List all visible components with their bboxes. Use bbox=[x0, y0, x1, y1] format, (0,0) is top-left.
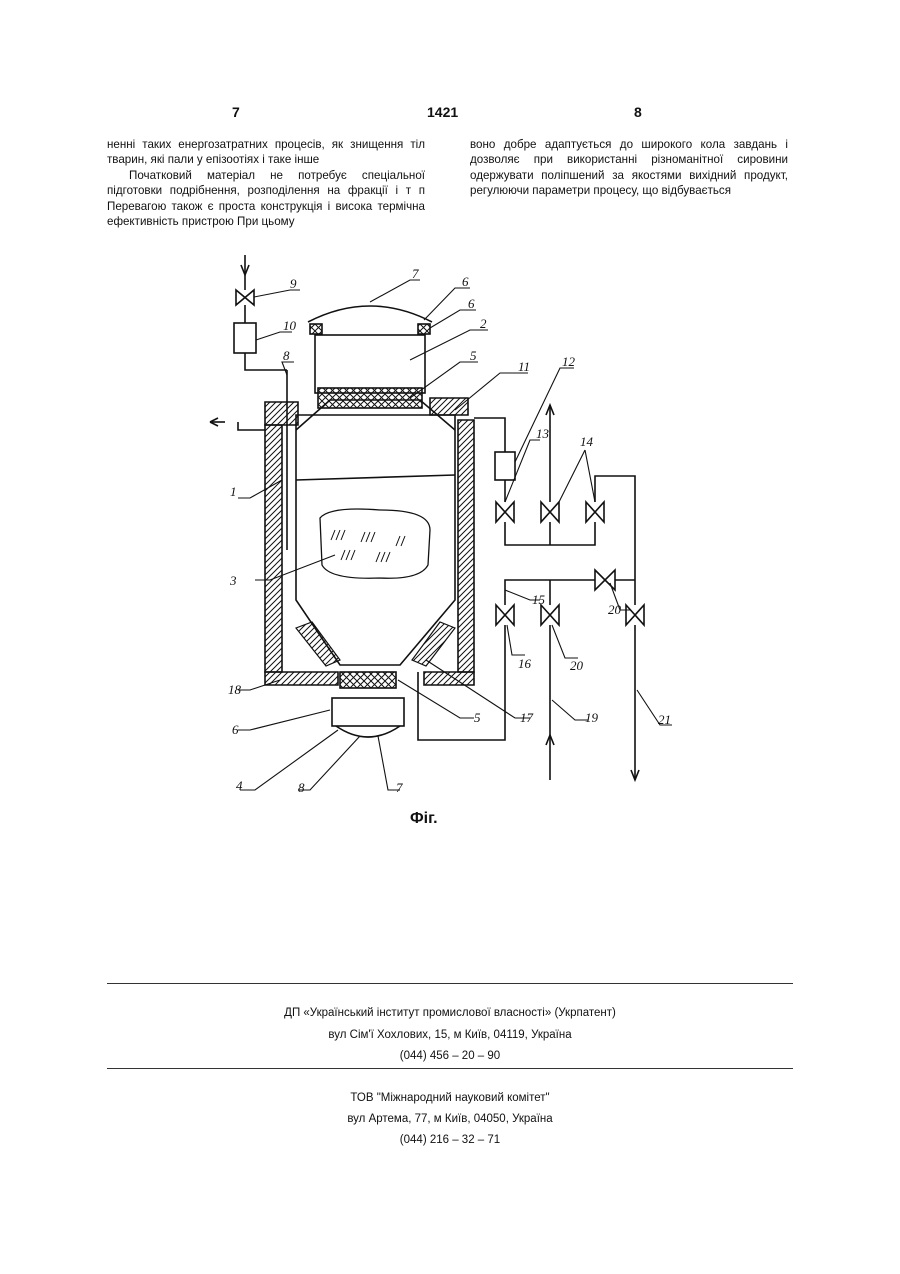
label-21: 21 bbox=[658, 712, 671, 727]
figure-caption: Фіг. bbox=[410, 810, 438, 828]
printer-phone: (044) 216 – 32 – 71 bbox=[107, 1132, 793, 1148]
upper-grate bbox=[318, 388, 422, 408]
figure-labels: 9 10 8 7 6 6 2 5 11 12 13 14 1 3 15 20 1… bbox=[228, 266, 671, 795]
label-6: 6 bbox=[468, 296, 475, 311]
document-number: 1421 bbox=[427, 104, 458, 120]
label-17: 17 bbox=[520, 710, 534, 725]
page-number-right: 8 bbox=[634, 104, 642, 120]
paragraph: ненні таких енергозатратних процесів, як… bbox=[107, 137, 425, 168]
label-2: 2 bbox=[480, 316, 487, 331]
paragraph: Початковий матеріал не потребує спеціаль… bbox=[107, 168, 425, 230]
label-16: 16 bbox=[518, 656, 532, 671]
drawing-lines bbox=[210, 255, 672, 790]
label-5: 5 bbox=[470, 348, 477, 363]
insulation-bottom-left bbox=[265, 672, 338, 685]
label-20: 20 bbox=[570, 658, 584, 673]
valve-9 bbox=[236, 290, 254, 305]
valve-14b bbox=[586, 502, 604, 522]
loading-chamber bbox=[315, 335, 425, 393]
label-5: 5 bbox=[474, 710, 481, 725]
printer-name: ТОВ "Міжнародний науковий комітет" bbox=[107, 1090, 793, 1106]
label-19: 19 bbox=[585, 710, 599, 725]
label-13: 13 bbox=[536, 426, 550, 441]
label-7: 7 bbox=[396, 780, 403, 795]
insulation-top-left bbox=[265, 402, 298, 425]
label-8: 8 bbox=[298, 780, 305, 795]
label-3: 3 bbox=[229, 573, 237, 588]
patent-figure: 9 10 8 7 6 6 2 5 11 12 13 14 1 3 15 20 1… bbox=[0, 240, 900, 840]
flowmeter-10 bbox=[234, 323, 256, 353]
page-number-left: 7 bbox=[232, 104, 240, 120]
text-column-left: ненні таких енергозатратних процесів, як… bbox=[107, 137, 425, 229]
label-9: 9 bbox=[290, 276, 297, 291]
divider bbox=[107, 983, 793, 984]
ash-chamber bbox=[332, 698, 404, 726]
paragraph: воно добре адаптується до широкого кола … bbox=[470, 137, 788, 199]
lower-grate bbox=[340, 672, 396, 688]
label-6: 6 bbox=[232, 722, 239, 737]
insulation-bottom-right bbox=[424, 672, 474, 685]
reactor-body bbox=[296, 415, 455, 665]
label-8: 8 bbox=[283, 348, 290, 363]
insulation-left bbox=[265, 425, 282, 672]
valve-16 bbox=[496, 605, 514, 625]
label-12: 12 bbox=[562, 354, 576, 369]
label-11: 11 bbox=[518, 359, 530, 374]
text-column-right: воно добре адаптується до широкого кола … bbox=[470, 137, 788, 199]
printer-address: вул Артема, 77, м Київ, 04050, Україна bbox=[107, 1111, 793, 1127]
insulation-right bbox=[458, 420, 474, 672]
charge-material bbox=[320, 509, 430, 578]
publisher-name: ДП «Український інститут промислової вла… bbox=[107, 1005, 793, 1021]
label-18: 18 bbox=[228, 682, 242, 697]
label-10: 10 bbox=[283, 318, 297, 333]
label-14: 14 bbox=[580, 434, 594, 449]
valve-20-vertical bbox=[541, 605, 559, 625]
upper-lid bbox=[308, 306, 432, 322]
label-6: 6 bbox=[462, 274, 469, 289]
label-1: 1 bbox=[230, 484, 237, 499]
label-4: 4 bbox=[236, 778, 243, 793]
sensor-12 bbox=[495, 452, 515, 480]
publisher-address: вул Сім'ї Хохлових, 15, м Київ, 04119, У… bbox=[107, 1027, 793, 1043]
label-15: 15 bbox=[532, 592, 546, 607]
valve-21 bbox=[626, 605, 644, 625]
valve-14a bbox=[541, 502, 559, 522]
label-7: 7 bbox=[412, 266, 419, 281]
lower-lid bbox=[336, 726, 400, 737]
publisher-phone: (044) 456 – 20 – 90 bbox=[107, 1048, 793, 1064]
charge-marks bbox=[331, 530, 405, 562]
label-20: 20 bbox=[608, 602, 622, 617]
valve-13 bbox=[496, 502, 514, 522]
divider bbox=[107, 1068, 793, 1069]
